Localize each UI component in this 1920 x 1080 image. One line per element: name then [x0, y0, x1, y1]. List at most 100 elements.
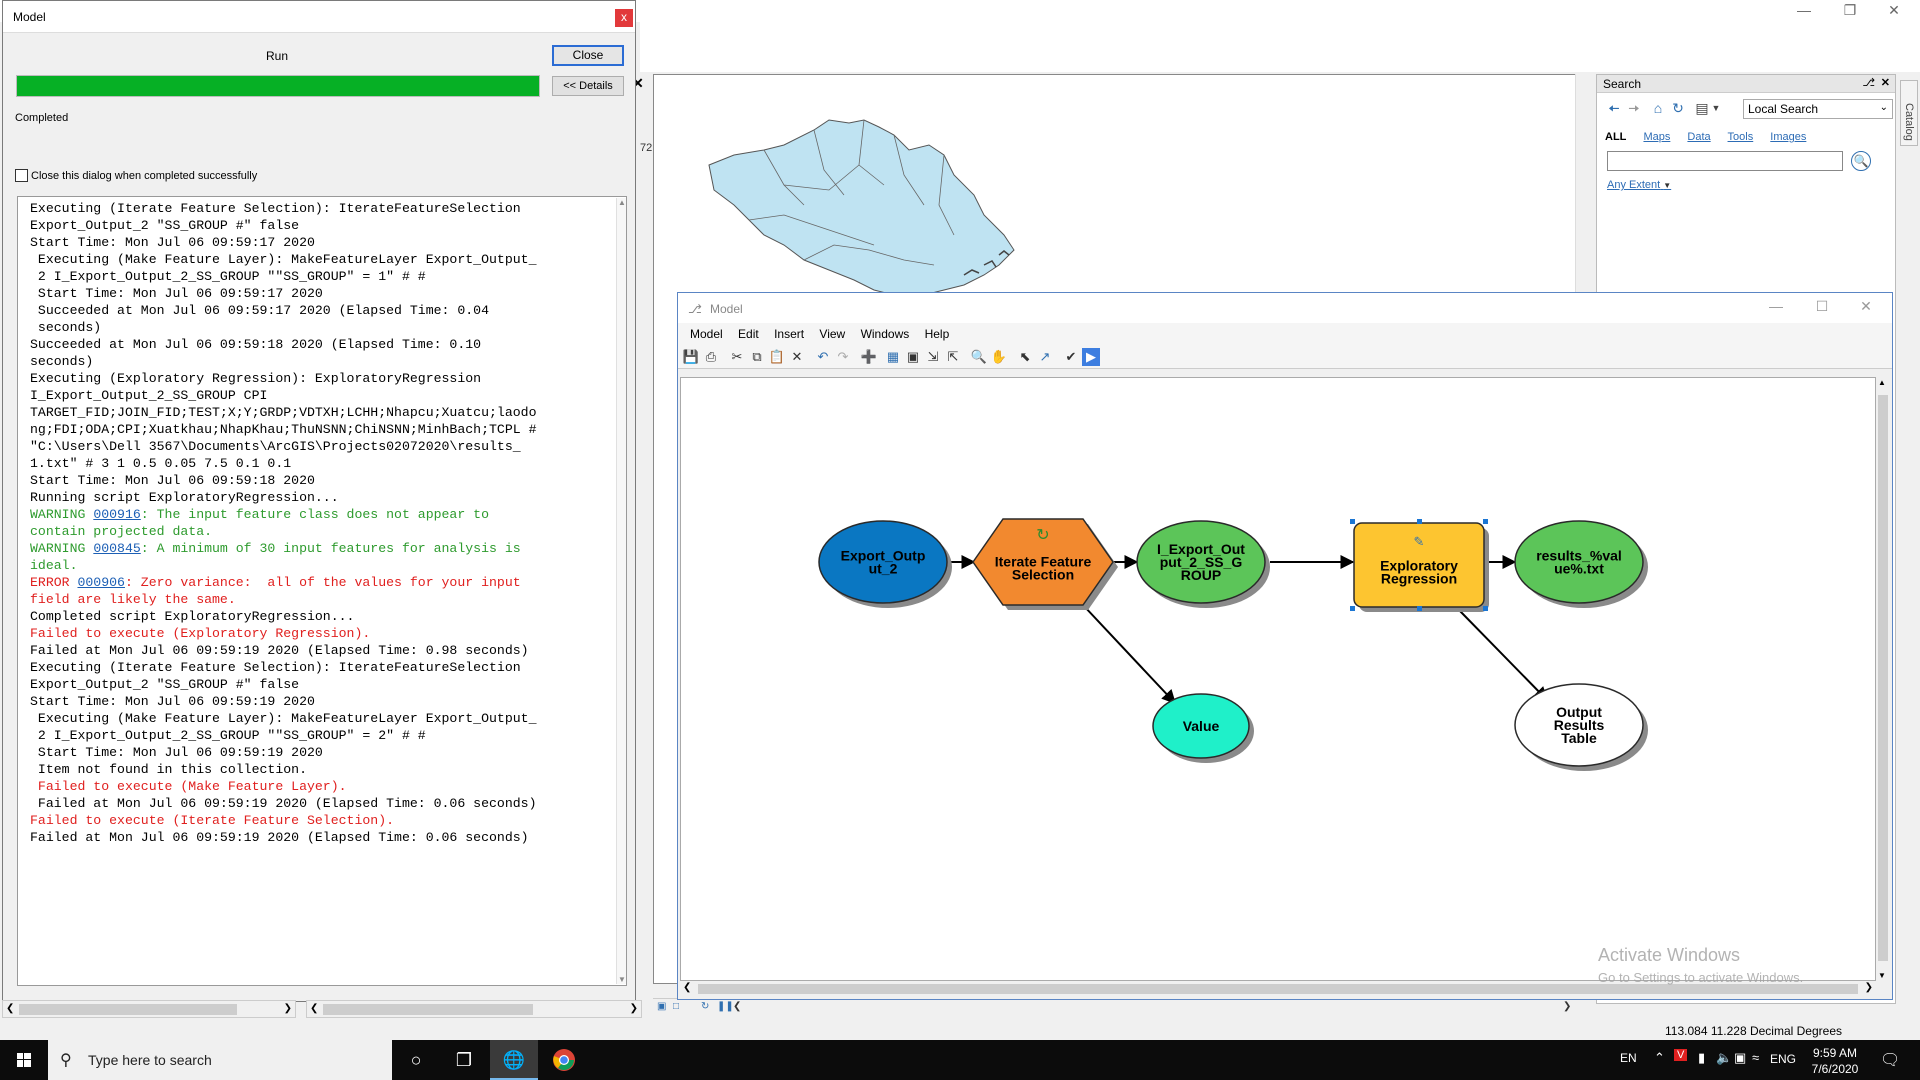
close-icon[interactable]: ✕ [1860, 298, 1872, 314]
menu-insert[interactable]: Insert [774, 327, 805, 341]
tab-tools[interactable]: Tools [1727, 131, 1754, 143]
scroll-up-icon[interactable]: ▲ [1878, 378, 1886, 387]
node-results-txt[interactable] [1514, 520, 1644, 604]
search-scope-select[interactable]: Local Search ⌄ [1743, 99, 1893, 119]
scroll-left-icon[interactable]: ❮ [310, 1003, 319, 1014]
restore-icon[interactable]: ❐ [1843, 2, 1857, 18]
message-log[interactable]: Executing (Iterate Feature Selection): I… [17, 196, 627, 986]
menu-help[interactable]: Help [924, 327, 950, 341]
chrome-icon[interactable] [540, 1040, 588, 1080]
fixed-zoom-in-icon[interactable]: ⇲ [927, 349, 939, 364]
node-i-export-output[interactable] [1136, 520, 1266, 604]
antivirus-icon[interactable]: V [1674, 1049, 1688, 1061]
menu-windows[interactable]: Windows [860, 327, 910, 341]
scroll-right-icon[interactable]: ❯ [1864, 982, 1873, 993]
wifi-icon[interactable]: ≈ [1752, 1050, 1760, 1065]
pause-icon[interactable]: ❚❚ [717, 1001, 734, 1012]
canvas-horizontal-scrollbar[interactable]: ❮ ❯ [680, 981, 1876, 997]
close-icon[interactable]: ✕ [1888, 2, 1900, 18]
tab-all[interactable]: ALL [1605, 131, 1627, 143]
menu-view[interactable]: View [819, 327, 846, 341]
delete-icon[interactable]: ✕ [791, 349, 803, 364]
view-options-icon[interactable]: ▤ [1695, 100, 1709, 116]
scroll-down-icon[interactable]: ▼ [1878, 971, 1886, 980]
scroll-left-icon[interactable]: ❮ [683, 982, 692, 993]
zoom-in-icon[interactable]: 🔍 [970, 349, 988, 364]
language-indicator[interactable]: ENG [1770, 1052, 1797, 1066]
redo-icon[interactable]: ↷ [837, 349, 849, 364]
data-view-icon[interactable]: □ [673, 1001, 680, 1012]
pin-icon[interactable]: ⎇ [1862, 77, 1875, 89]
log-scrollbar[interactable]: ▲ ▼ [616, 198, 626, 984]
paste-icon[interactable]: 📋 [768, 349, 786, 364]
forward-icon[interactable]: 🠦 [1628, 100, 1640, 116]
search-input[interactable] [1607, 151, 1843, 171]
close-icon[interactable]: x [615, 9, 633, 27]
node-output-results-table[interactable] [1514, 683, 1644, 767]
print-icon[interactable]: ⎙ [705, 349, 717, 364]
details-button[interactable]: << Details [552, 76, 624, 96]
pan-icon[interactable]: ✋ [990, 349, 1008, 364]
error-code-link[interactable]: 000916 [93, 507, 141, 522]
menu-model[interactable]: Model [690, 327, 723, 341]
scroll-left-icon[interactable]: ❮ [733, 1001, 742, 1012]
cortana-icon[interactable]: ○ [410, 1050, 422, 1070]
undo-icon[interactable]: ↶ [817, 349, 829, 364]
tab-data[interactable]: Data [1687, 131, 1711, 143]
run-icon[interactable]: ▶ [1082, 348, 1100, 366]
scroll-right-icon[interactable]: ❯ [283, 1003, 292, 1014]
horizontal-scrollbar[interactable]: ❮ ❯ [306, 1000, 642, 1018]
save-icon[interactable]: 💾 [682, 349, 700, 364]
layout-view-icon[interactable]: ▣ [657, 1001, 667, 1012]
minimize-icon[interactable]: — [1769, 298, 1783, 314]
cut-icon[interactable]: ✂ [731, 349, 743, 364]
close-icon[interactable]: ✕ [1880, 77, 1890, 89]
battery-icon[interactable]: ▮ [1698, 1050, 1706, 1065]
menu-edit[interactable]: Edit [738, 327, 759, 341]
full-extent-icon[interactable]: ▣ [906, 349, 920, 364]
input-indicator[interactable]: EN [1620, 1051, 1637, 1065]
clock[interactable]: 9:59 AM 7/6/2020 [1800, 1045, 1870, 1077]
connect-icon[interactable]: ↗ [1039, 349, 1051, 364]
storage-icon[interactable]: ▣ [1734, 1050, 1747, 1065]
task-view-icon[interactable]: ❐ [455, 1050, 473, 1070]
copy-icon[interactable]: ⧉ [752, 349, 762, 364]
refresh-icon[interactable]: ↻ [1672, 100, 1684, 116]
node-value[interactable] [1152, 693, 1250, 759]
tab-images[interactable]: Images [1770, 131, 1807, 143]
scroll-left-icon[interactable]: ❮ [6, 1003, 15, 1014]
chevron-down-icon[interactable]: ▼ [1711, 103, 1721, 113]
scroll-thumb[interactable] [19, 1004, 237, 1015]
any-extent-link[interactable]: Any Extent ▼ [1607, 179, 1671, 191]
node-iterate-feature-selection[interactable] [972, 518, 1114, 606]
maximize-icon[interactable]: ☐ [1815, 298, 1829, 314]
canvas-vertical-scrollbar[interactable]: ▲ ▼ [1876, 377, 1890, 981]
horizontal-scrollbar[interactable]: ❮ ❯ [2, 1000, 296, 1018]
taskbar-search-box[interactable]: ⚲ Type here to search [48, 1040, 392, 1080]
error-code-link[interactable]: 000845 [93, 541, 141, 556]
select-icon[interactable]: ⬉ [1019, 349, 1031, 364]
start-button[interactable] [0, 1040, 48, 1080]
auto-layout-icon[interactable]: ▦ [886, 349, 900, 364]
close-button[interactable]: Close [552, 45, 624, 66]
arcmap-taskbar-icon[interactable]: 🌐 [490, 1040, 538, 1080]
volume-icon[interactable]: 🔈 [1716, 1050, 1733, 1065]
minimize-icon[interactable]: — [1797, 2, 1811, 18]
scroll-thumb[interactable] [323, 1004, 533, 1015]
error-code-link[interactable]: 000906 [77, 575, 125, 590]
add-data-icon[interactable]: ➕ [860, 349, 878, 364]
close-icon[interactable]: ✕ [632, 75, 644, 91]
node-export-output[interactable] [818, 520, 948, 604]
catalog-side-tab[interactable]: Catalog [1900, 80, 1918, 146]
home-icon[interactable]: ⌂ [1653, 100, 1663, 116]
fixed-zoom-out-icon[interactable]: ⇱ [947, 349, 959, 364]
refresh-icon[interactable]: ↻ [701, 1001, 710, 1012]
tab-maps[interactable]: Maps [1643, 131, 1671, 143]
scroll-right-icon[interactable]: ❯ [1563, 1001, 1572, 1012]
map-scrollbar[interactable] [1575, 74, 1588, 294]
scroll-up-icon[interactable]: ▲ [618, 198, 626, 207]
close-when-done-checkbox[interactable] [15, 169, 28, 182]
search-icon[interactable]: 🔍 [1851, 151, 1871, 171]
scroll-right-icon[interactable]: ❯ [629, 1003, 638, 1014]
